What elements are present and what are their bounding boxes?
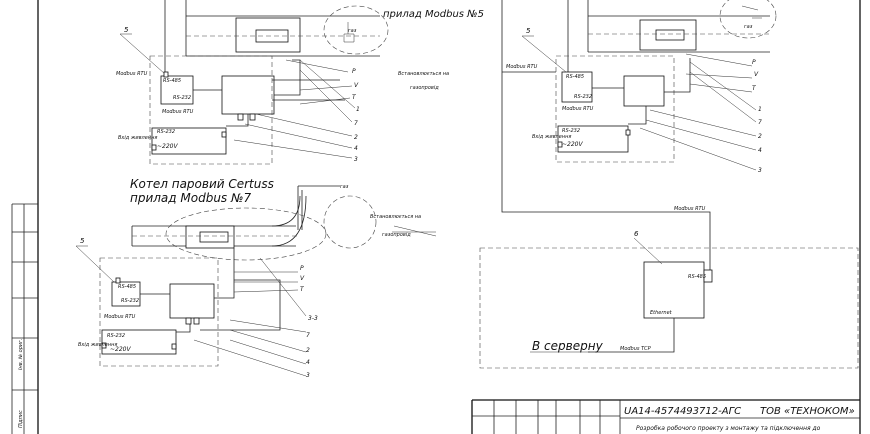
flowmeter-sensor: [255, 29, 289, 43]
installed-on-label: Встановлюється на: [398, 71, 449, 77]
callout-p3: P: [752, 59, 756, 66]
stamp-inv-no: Інв. № ориг.: [18, 339, 24, 370]
sensor-oval: [323, 5, 389, 55]
psu-rs232-label: RS-232: [157, 129, 175, 135]
assembly-device-7: [75, 185, 437, 377]
title-block: [471, 0, 861, 434]
callout-7: 7: [354, 120, 358, 127]
callout-4b: 4: [306, 359, 310, 366]
callout-7c: 7: [758, 119, 762, 126]
modbus-rtu-label-4: Modbus RTU: [674, 206, 706, 212]
title-device-5: прилад Modbus №5: [383, 9, 484, 20]
rs485-label-2: RS-485: [118, 284, 136, 290]
server-room-enclosure: [479, 247, 859, 369]
callout-7b: 7: [306, 332, 310, 339]
callout-4c: 4: [758, 147, 762, 154]
power-supply-box: [151, 127, 227, 155]
assembly-device-5: газ: [119, 0, 389, 165]
modbus-rtu-label-2: Modbus RTU: [104, 314, 136, 320]
power-in-label: Вхід живлення: [118, 135, 157, 141]
callout-5b: 5: [80, 237, 85, 245]
gateway-ethernet-label: Ethernet: [650, 310, 673, 316]
callout-3b: 3: [306, 372, 310, 379]
cabinet-enclosure: [149, 55, 273, 165]
callout-p: P: [352, 68, 356, 75]
title-device-7: прилад Modbus №7: [130, 191, 251, 205]
callout-section: 3-3: [308, 315, 318, 322]
modbus-rtu-label-3: Modbus RTU: [506, 64, 538, 70]
psu-rs232-label-2: RS-232: [107, 333, 125, 339]
rs485-label-3: RS-485: [566, 74, 584, 80]
callout-v2: V: [300, 275, 305, 282]
server-gateway-box: [643, 261, 705, 319]
gas-pipe-label: газопровід: [410, 85, 439, 91]
svg-text:газ: газ: [348, 28, 357, 34]
modbus-tcp-label: Modbus TCP: [620, 346, 651, 352]
psu-rs232-label-3: RS-232: [562, 128, 580, 134]
rs232-label-3: RS-232: [574, 94, 592, 100]
rs485-label: RS-485: [163, 78, 181, 84]
callout-3: 3: [354, 156, 358, 163]
title-boiler: Котел паровий Certuss: [130, 177, 274, 191]
converter-modbus-label: Modbus RTU: [162, 109, 194, 115]
gas-label-3: газ: [744, 24, 753, 30]
callout-2c: 2: [758, 133, 762, 140]
callout-3c: 3: [758, 167, 762, 174]
callout-4: 4: [354, 145, 358, 152]
title-code: UA14-4574493712-АГС: [624, 406, 741, 417]
gas-label-2: газ: [340, 184, 349, 190]
psu-220-label-3: ~220V: [562, 141, 583, 148]
assembly-right: [479, 0, 859, 369]
gas-pipe-label-2: газопровід: [382, 232, 411, 238]
psu-220-label-2: ~220V: [110, 346, 131, 353]
callout-v3: V: [754, 71, 759, 78]
callout-5: 5: [124, 26, 129, 34]
psu-220-label: ~220V: [157, 143, 178, 150]
rs232-label-2: RS-232: [121, 298, 139, 304]
title-company: ТОВ «ТЕХНОКОМ»: [760, 406, 855, 417]
to-server-label: В серверну: [532, 339, 604, 353]
callout-2b: 2: [306, 347, 310, 354]
callout-v: V: [354, 82, 359, 89]
power-in-label-3: Вхід живлення: [532, 134, 571, 140]
power-in-label-2: Вхід живлення: [78, 342, 117, 348]
rs232-label: RS-232: [173, 95, 191, 101]
callout-t2: T: [300, 286, 305, 293]
callout-p2: P: [300, 265, 304, 272]
modbus-rtu-label: Modbus RTU: [116, 71, 148, 77]
converter-modbus-label-3: Modbus RTU: [562, 106, 594, 112]
title-description: Розробка робочого проекту з монтажу та п…: [636, 425, 821, 432]
gateway-rs485-label: RS-485: [688, 274, 706, 280]
stamp-signature: Підпис: [18, 410, 24, 428]
callout-2: 2: [354, 134, 358, 141]
callout-t: T: [352, 94, 357, 101]
callout-5c: 5: [526, 27, 531, 35]
converter-box: [160, 75, 194, 105]
side-stamp: [11, 0, 39, 434]
callout-t3: T: [752, 85, 757, 92]
callout-6: 6: [634, 230, 639, 238]
callout-1c: 1: [758, 106, 762, 113]
corrector-box: [221, 75, 275, 115]
callout-1: 1: [356, 106, 360, 113]
installed-on-label-2: Встановлюється на: [370, 214, 421, 220]
